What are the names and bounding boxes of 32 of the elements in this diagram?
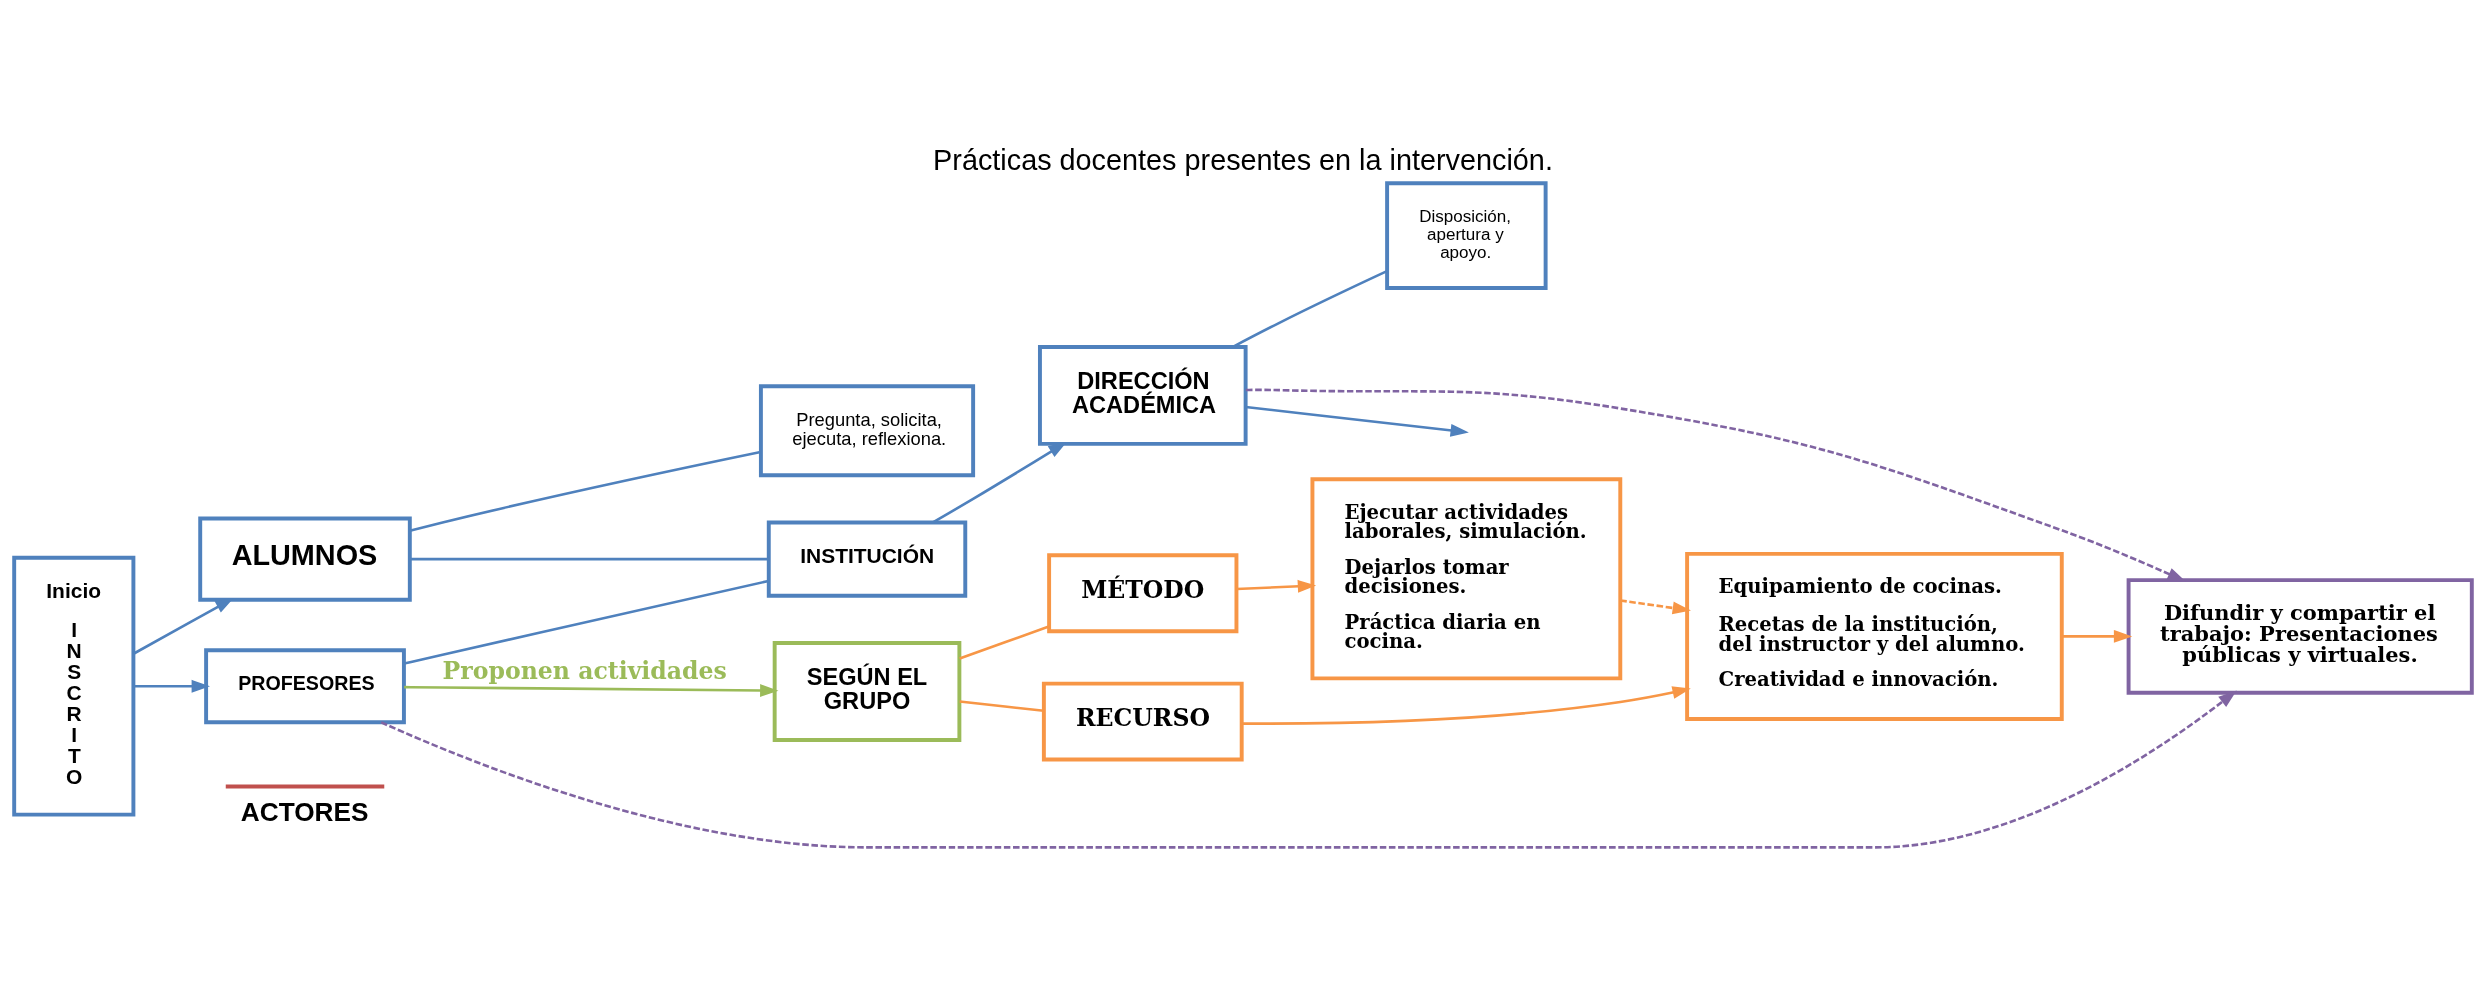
arrow (1245, 388, 2186, 582)
arrow (134, 679, 210, 693)
node-box: Difundir y compartir el trabajo: Presentaciones públicas y virtuales. (2126, 578, 2474, 695)
connector (959, 625, 1050, 660)
node-box: MÉTODO (1047, 553, 1239, 634)
node-box: INSTITUCIÓN (766, 520, 968, 598)
connector (410, 557, 769, 561)
arrow (1236, 579, 1317, 593)
arrow (1241, 686, 1691, 725)
connector (959, 700, 1044, 713)
node-box: PROFESORES (204, 648, 406, 725)
arrow (1620, 599, 1691, 615)
arrow (2061, 630, 2133, 643)
connector (403, 579, 769, 665)
diagram-title: Prácticas docentes presentes en la intervención. (933, 143, 1553, 176)
connector (409, 450, 761, 532)
label: ACTORES (240, 797, 369, 828)
node-box: Ejecutar actividades laborales, simulación. Dejarlos tomar decisiones. Práctica diaria en cocina. (1310, 477, 1623, 681)
node-box: Inicio I N S C R I T O (12, 555, 136, 817)
node-box: SEGÚN EL GRUPO (772, 641, 962, 742)
node-box: RECURSO (1041, 681, 1244, 762)
arrow (133, 598, 234, 655)
node-box: Equipamiento de cocinas. Recetas de la institución, del instructor y del alumno. Creatividad e innovación. (1685, 551, 2064, 721)
arrow (380, 690, 2237, 849)
edge-label: Proponen actividades (442, 656, 727, 685)
connector (1232, 269, 1388, 348)
node-box: Disposición, apertura y apoyo. (1385, 181, 1548, 290)
arrow (1245, 405, 1469, 437)
node-box: ALUMNOS (198, 516, 412, 602)
node-box: DIRECCIÓN ACADÉMICA (1037, 344, 1248, 446)
node-box: Pregunta, solicita, ejecuta, reflexiona. (758, 384, 976, 478)
arrow (404, 684, 779, 697)
